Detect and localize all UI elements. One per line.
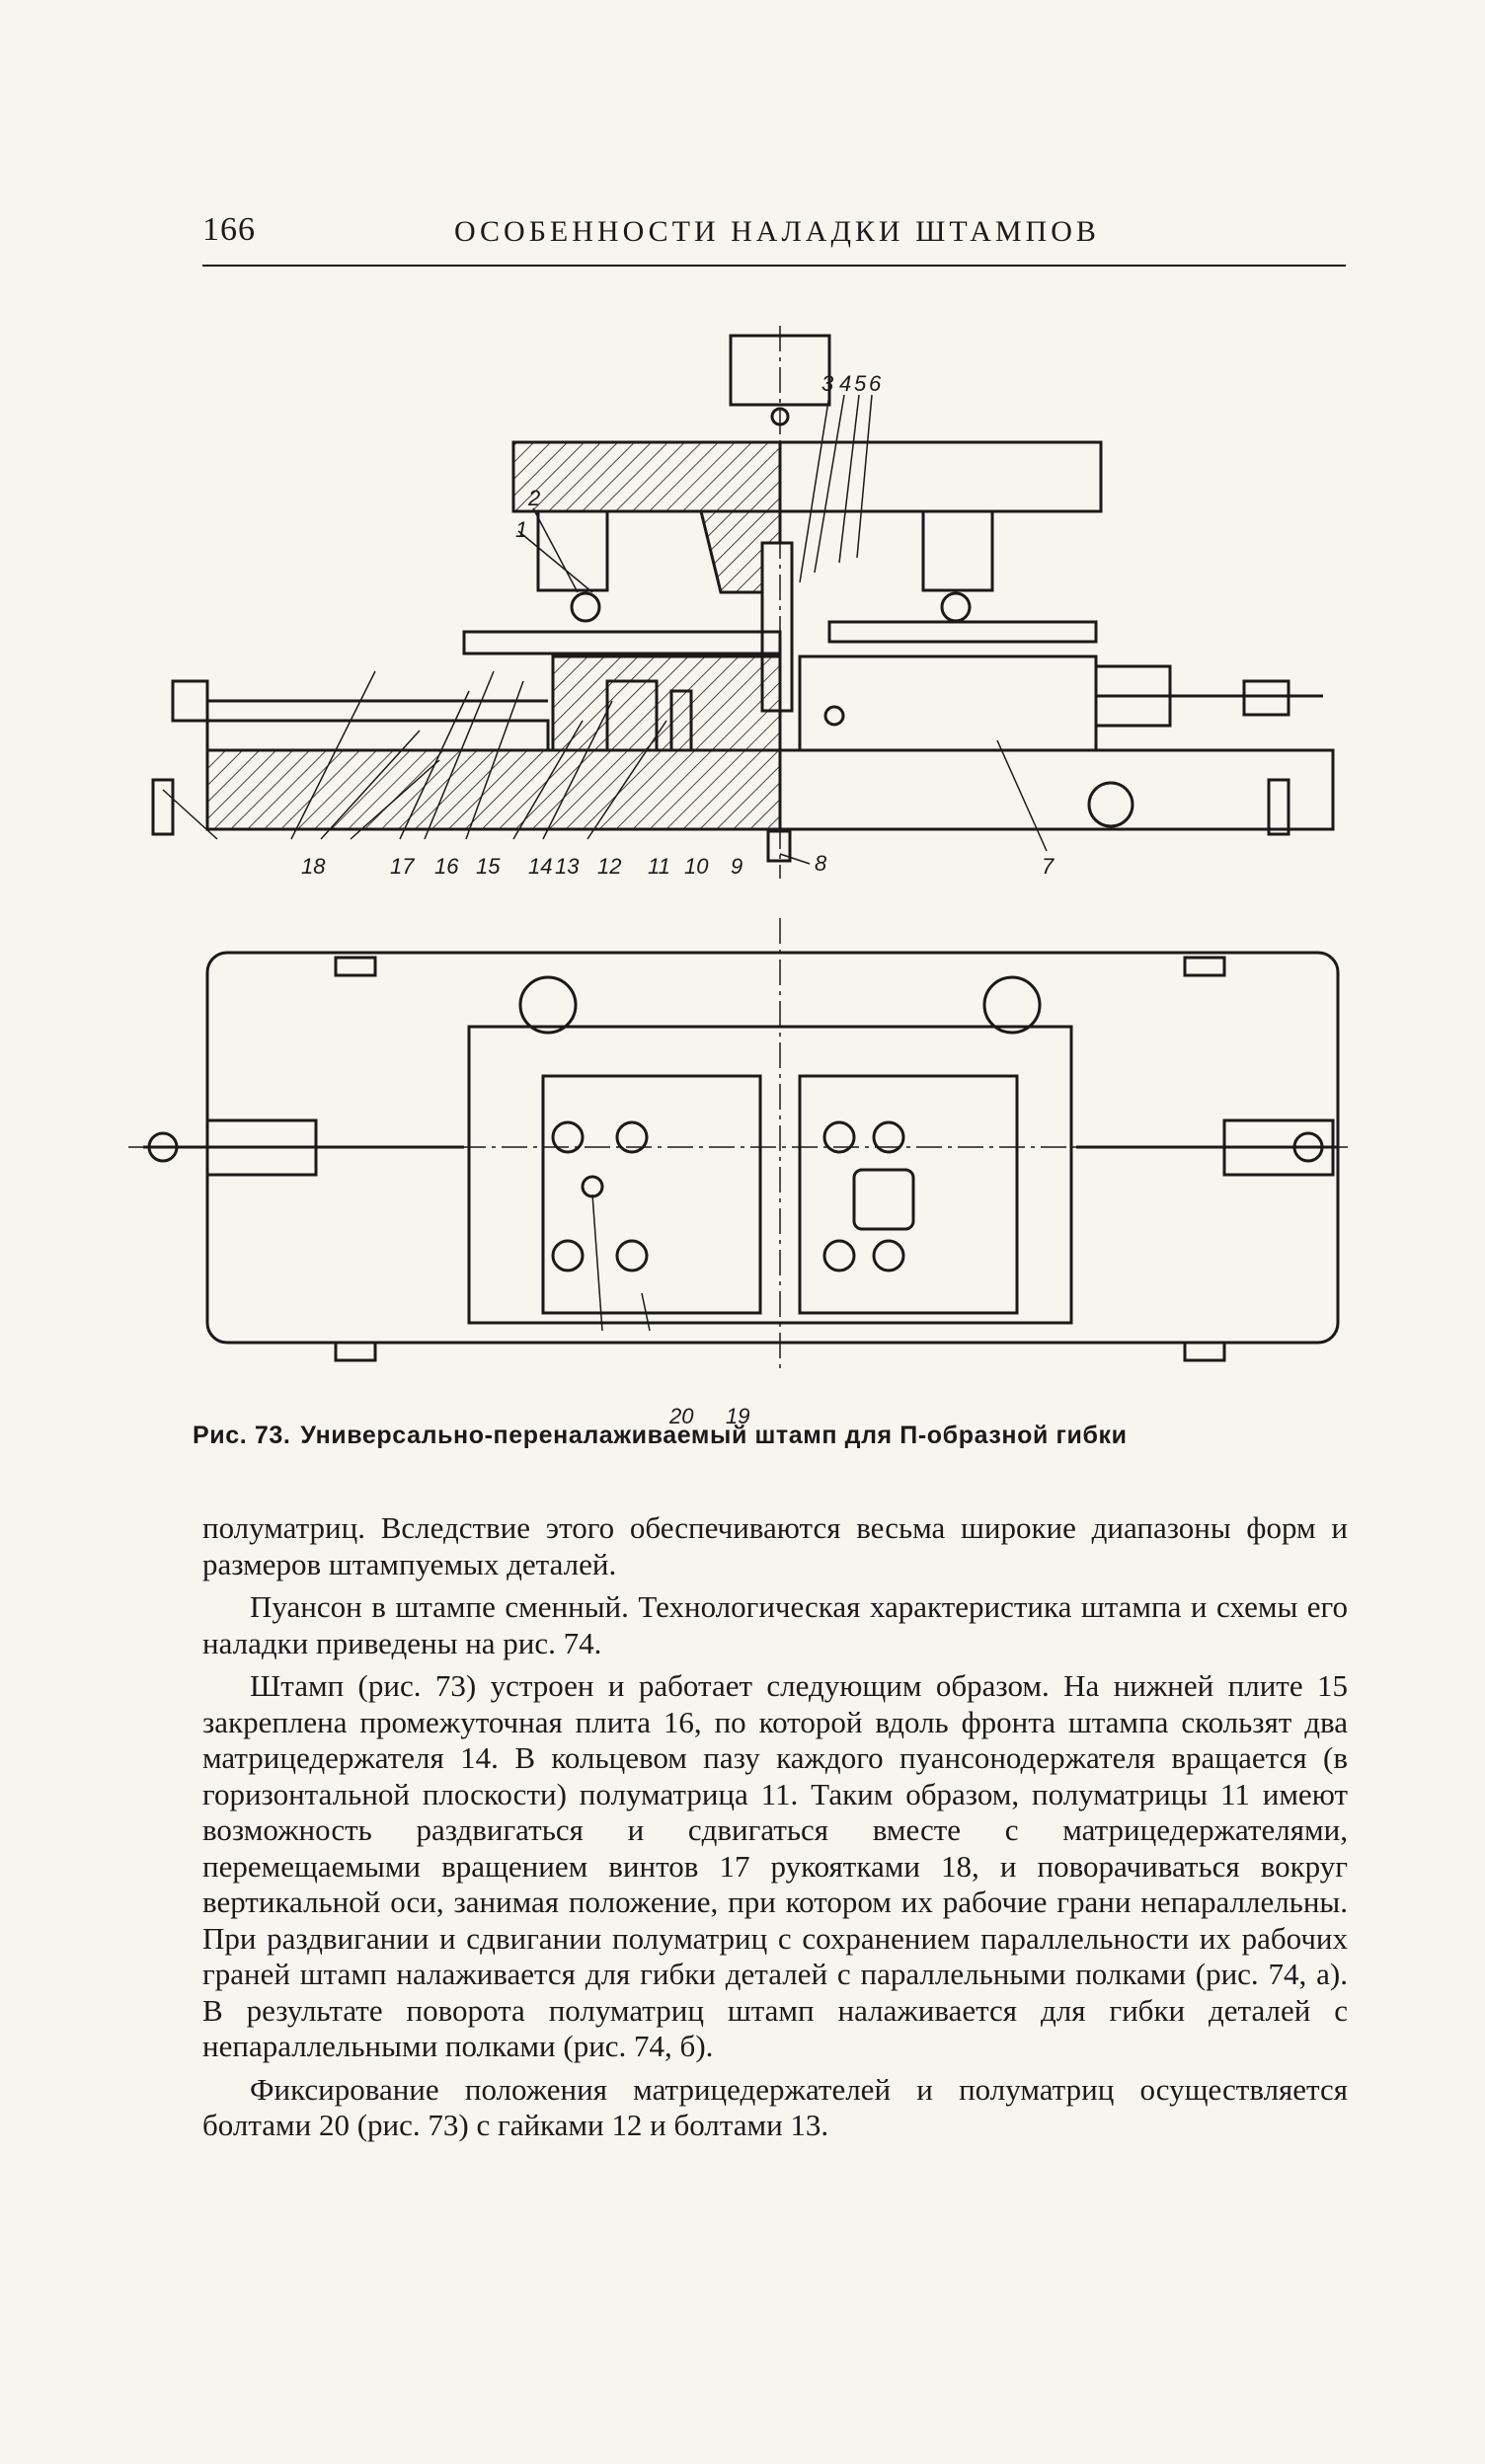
callout-7: 7: [1042, 854, 1055, 879]
callout-17: 17: [390, 854, 415, 879]
die-drawing: 1 2 3 4 5 6 7 8 9 10 11 12 13 14 15 16 1…: [128, 326, 1348, 1428]
page-number: 166: [202, 211, 256, 248]
paragraph-4: Фиксирование положения матрицедержателей…: [202, 2071, 1348, 2143]
callout-8: 8: [815, 851, 827, 876]
callout-19: 19: [726, 1404, 749, 1428]
callout-5: 5: [854, 371, 867, 396]
caption-text: Универсально-переналаживаемый штамп для …: [300, 1422, 1128, 1449]
plan-view: [128, 918, 1348, 1372]
callout-3: 3: [821, 371, 834, 396]
callout-labels: 1 2 3 4 5 6 7 8 9 10 11 12 13 14 15 16 1…: [301, 371, 1055, 1428]
callout-13: 13: [555, 854, 580, 879]
caption-label: Рис. 73.: [193, 1422, 291, 1449]
callout-6: 6: [869, 371, 882, 396]
callout-16: 16: [434, 854, 459, 879]
callout-2: 2: [527, 486, 540, 510]
callout-9: 9: [731, 854, 742, 879]
paragraph-1: полуматриц. Вследствие этого обеспечиваю…: [202, 1510, 1348, 1581]
callout-1: 1: [515, 517, 527, 542]
callout-20: 20: [668, 1404, 694, 1428]
figure-caption: Рис. 73. Универсально-переналаживаемый шт…: [193, 1422, 1348, 1450]
callout-15: 15: [476, 854, 501, 879]
callout-10: 10: [684, 854, 709, 879]
callout-11: 11: [648, 854, 670, 879]
figure-73: 1 2 3 4 5 6 7 8 9 10 11 12 13 14 15 16 1…: [128, 326, 1348, 1428]
callout-14: 14: [528, 854, 552, 879]
running-title: ОСОБЕННОСТИ НАЛАДКИ ШТАМПОВ: [454, 215, 1100, 248]
callout-18: 18: [301, 854, 326, 879]
page-header: 166 ОСОБЕННОСТИ НАЛАДКИ ШТАМПОВ: [202, 209, 1346, 267]
paragraph-3: Штамп (рис. 73) устроен и работает следу…: [202, 1668, 1348, 2063]
body-text: полуматриц. Вследствие этого обеспечиваю…: [202, 1510, 1348, 2151]
callout-12: 12: [597, 854, 621, 879]
paragraph-2: Пуансон в штампе сменный. Технологическа…: [202, 1589, 1348, 1660]
callout-4: 4: [839, 371, 851, 396]
section-view: [151, 326, 1335, 879]
